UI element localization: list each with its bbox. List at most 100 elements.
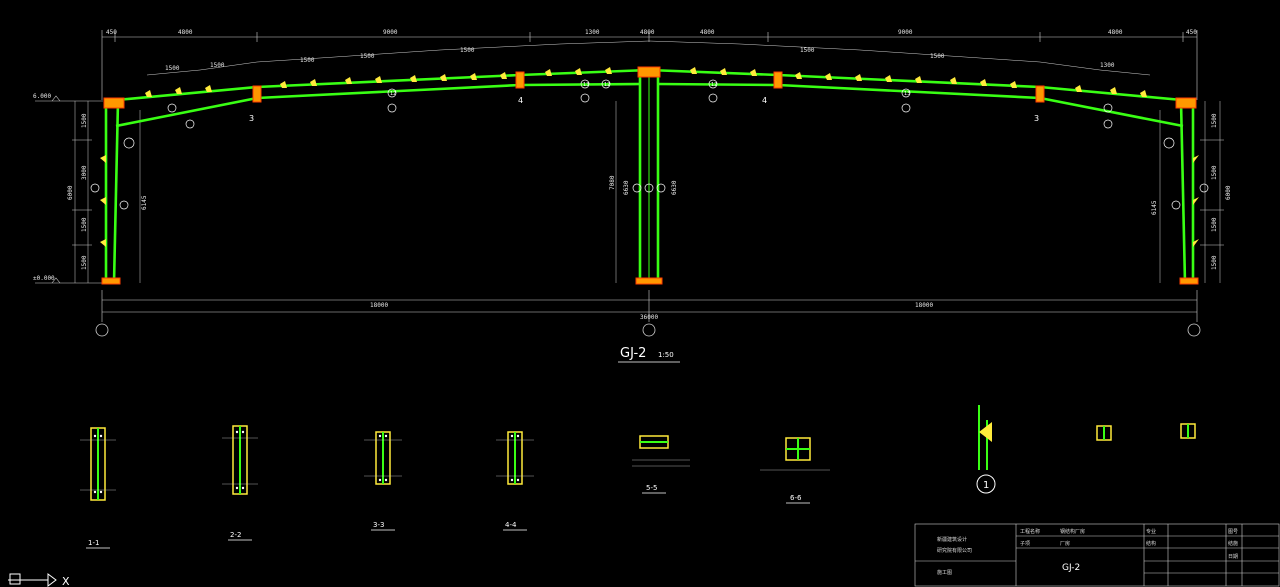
tb-value-3: 结施 bbox=[1228, 540, 1238, 547]
right-col-dim-2: 1500 bbox=[1211, 217, 1218, 232]
beam-label-0: 12 bbox=[390, 91, 396, 97]
section-detail-1-1: 1-1 bbox=[80, 427, 116, 549]
splice-joint-mid-right bbox=[773, 71, 783, 89]
tb-label-2: 专业 bbox=[1146, 528, 1156, 535]
ucs-x-label: X bbox=[62, 575, 70, 587]
elevation-top-text: 6.000 bbox=[33, 93, 51, 100]
mid-col-dim-1: 6630 bbox=[623, 180, 630, 195]
section-detail-3-3: 3-3 bbox=[364, 431, 402, 531]
ridge-joint bbox=[637, 66, 661, 78]
section-label-2-2: 2-2 bbox=[230, 531, 241, 539]
purlin-dim-4: 1500 bbox=[460, 47, 475, 54]
left-col-total: 6000 bbox=[67, 185, 74, 200]
knee-joint-left bbox=[103, 97, 125, 109]
left-col-height: 6145 bbox=[141, 195, 148, 210]
company-name-line1: 新疆建筑设计 bbox=[937, 536, 967, 543]
top-dim-1: 4800 bbox=[178, 29, 193, 36]
rafter-bottom-right bbox=[657, 82, 1184, 128]
purlin-dimension-line-left bbox=[146, 40, 1151, 76]
section-mark-left-4: 4 bbox=[518, 96, 523, 105]
purlin-dim-0: 1500 bbox=[165, 65, 180, 72]
left-col-dim-1: 3000 bbox=[81, 165, 88, 180]
top-dim-2: 9000 bbox=[383, 29, 398, 36]
top-dim-3: 1300 bbox=[585, 29, 600, 36]
rafter-bottom-left bbox=[115, 82, 641, 128]
top-dim-8: 450 bbox=[1186, 29, 1197, 36]
right-col-total: 6000 bbox=[1225, 185, 1232, 200]
axis-bubble-3 bbox=[1187, 323, 1201, 337]
joint-plates bbox=[101, 66, 1199, 285]
top-dimension-chain bbox=[101, 30, 1198, 100]
middle-column-dim-texts: 7080 6630 6630 bbox=[609, 101, 678, 283]
elevation-bottom-text: ±0.000 bbox=[33, 275, 55, 282]
axis-bubble-1 bbox=[95, 323, 109, 337]
purlin-dim-5: 1500 bbox=[800, 47, 815, 54]
title-block bbox=[914, 523, 1280, 587]
top-dimension-texts: 450 4800 9000 1300 4800 4800 9000 4800 4… bbox=[106, 29, 1197, 36]
tb-value-1: 厂房 bbox=[1060, 540, 1070, 547]
drawing-scale-text: 1:50 bbox=[658, 351, 674, 359]
drawing-title-text: GJ-2 bbox=[620, 346, 646, 361]
purlins bbox=[100, 67, 1199, 247]
section-label-1-1: 1-1 bbox=[88, 539, 99, 547]
tb-label-4: 日期 bbox=[1228, 554, 1238, 560]
right-col-height: 6145 bbox=[1151, 200, 1158, 215]
left-column-dims bbox=[72, 101, 141, 283]
detail-node-label: 1 bbox=[983, 480, 989, 491]
purlin-dim-7: 1300 bbox=[1100, 62, 1115, 69]
base-plate-middle bbox=[635, 277, 663, 285]
tb-label-3: 图号 bbox=[1228, 529, 1238, 535]
left-col-dim-0: 1500 bbox=[81, 113, 88, 128]
stage-text: 施工图 bbox=[937, 569, 952, 576]
top-dim-6: 9000 bbox=[898, 29, 913, 36]
section-detail-5-5: 5-5 bbox=[632, 435, 690, 494]
purlin-dim-3: 1500 bbox=[360, 53, 375, 60]
section-detail-2-2: 2-2 bbox=[222, 425, 258, 541]
right-col-dim-3: 1500 bbox=[1211, 255, 1218, 270]
axis-bubbles bbox=[95, 323, 1201, 337]
mid-col-dim-2: 6630 bbox=[671, 180, 678, 195]
total-span-text: 36000 bbox=[640, 314, 658, 321]
beam-label-4: 12 bbox=[604, 82, 610, 88]
bay-dim-texts: 18000 18000 36000 bbox=[370, 302, 933, 321]
detail-small-plates bbox=[1096, 423, 1196, 441]
beam-label-3: 13 bbox=[904, 91, 910, 97]
bay-dim-1: 18000 bbox=[915, 302, 933, 309]
right-column-dim-texts: 1500 1500 1500 1500 6000 6145 bbox=[1151, 113, 1232, 270]
beam-label-1: 13 bbox=[583, 82, 589, 88]
top-dim-7: 4800 bbox=[1108, 29, 1123, 36]
mid-col-dim-0: 7080 bbox=[609, 175, 616, 190]
right-column-inner bbox=[1179, 100, 1187, 284]
tb-label-0: 工程名称 bbox=[1020, 528, 1040, 535]
beam-label-2: 12 bbox=[711, 82, 717, 88]
right-col-dim-0: 1500 bbox=[1211, 113, 1218, 128]
drawing-title: GJ-2 1:50 bbox=[618, 346, 680, 363]
top-dim-0: 450 bbox=[106, 29, 117, 36]
section-label-4-4: 4-4 bbox=[505, 521, 517, 529]
section-label-3-3: 3-3 bbox=[373, 521, 384, 529]
splice-joint-left bbox=[252, 85, 262, 103]
elevation-marker-top: 6.000 bbox=[33, 93, 103, 102]
section-detail-4-4: 4-4 bbox=[496, 431, 534, 531]
purlin-dim-1: 1500 bbox=[210, 62, 225, 69]
detail-node-1: 1 bbox=[976, 405, 996, 494]
splice-joint-right bbox=[1035, 85, 1045, 103]
top-dim-5: 4800 bbox=[700, 29, 715, 36]
portal-frame[interactable] bbox=[104, 68, 1195, 284]
axis-dimension-lines bbox=[101, 290, 1198, 322]
elevation-marker-bottom: ±0.000 bbox=[33, 275, 103, 284]
left-col-dim-2: 1500 bbox=[81, 217, 88, 232]
company-name-line2: 研究院有限公司 bbox=[937, 547, 972, 554]
purlin-dim-2: 1500 bbox=[300, 57, 315, 64]
section-mark-right-4: 4 bbox=[762, 96, 767, 105]
knee-joint-right bbox=[1175, 97, 1197, 109]
section-detail-6-6: 6-6 bbox=[760, 437, 830, 504]
left-column-inner bbox=[112, 100, 120, 284]
section-mark-right-3: 3 bbox=[1034, 114, 1039, 123]
title-block-texts: 新疆建筑设计 研究院有限公司 施工图 工程名称 钢结构厂房 子项 厂房 专业 结… bbox=[937, 528, 1238, 576]
left-column-dim-texts: 1500 3000 1500 1500 6000 6145 bbox=[67, 113, 148, 270]
bay-dim-0: 18000 bbox=[370, 302, 388, 309]
section-label-6-6: 6-6 bbox=[790, 494, 802, 502]
member-labels bbox=[90, 79, 1209, 210]
